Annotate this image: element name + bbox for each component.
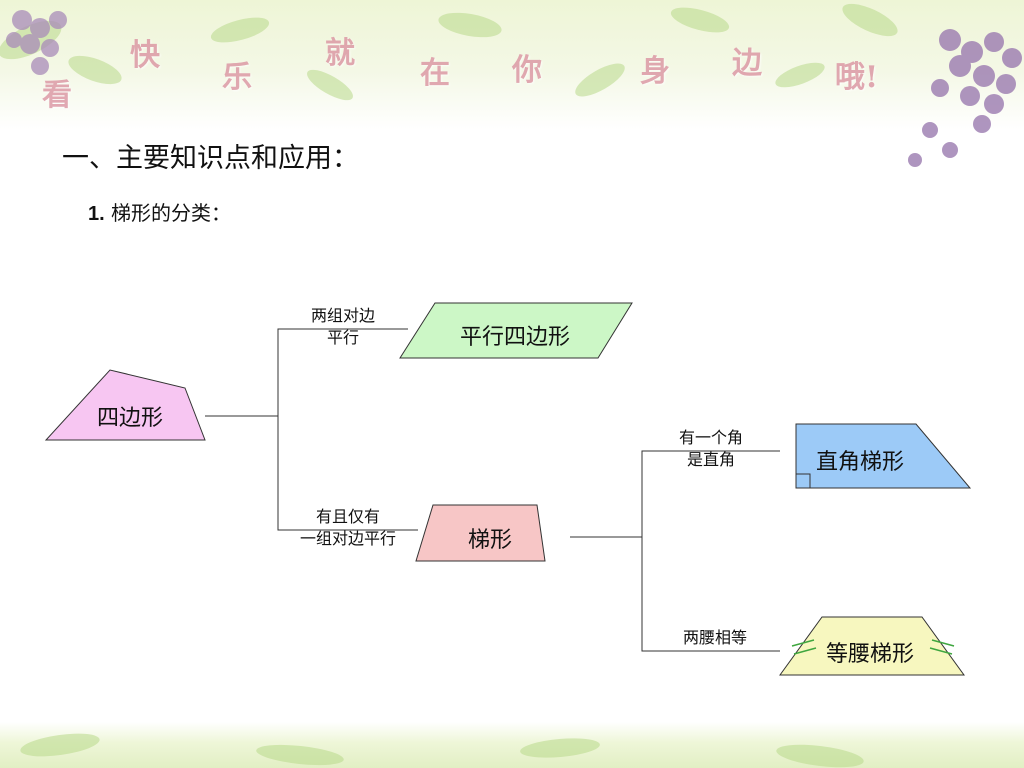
right-angle-mark [795, 473, 811, 489]
isosceles-trapezoid-shape [779, 616, 965, 676]
grapes-left-decoration [6, 10, 67, 75]
banner-char: 哦! [835, 60, 879, 95]
parallelogram-shape [399, 302, 633, 359]
trapezoid-label: 梯形 [467, 528, 512, 553]
edge-label-line: 两组对边 [310, 306, 375, 325]
edge-label-line: 是直角 [686, 450, 735, 469]
edge-label-line: 一组对边平行 [299, 529, 396, 548]
isosceles-trapezoid-label: 等腰梯形 [825, 642, 914, 667]
edge-label-right-trapezoid: 有一个角 是直角 [656, 427, 766, 471]
section-number: 1. [88, 203, 105, 225]
parallelogram-label: 平行四边形 [459, 325, 570, 350]
grapes-right-decoration [908, 29, 1022, 167]
page-title: 一、主要知识点和应用： [62, 143, 359, 174]
edge-label-line: 有一个角 [678, 428, 743, 447]
leaves-decoration [0, 3, 898, 768]
banner-char: 你 [512, 53, 542, 88]
trapezoid-shape [415, 504, 546, 562]
quadrilateral-shape [44, 369, 206, 441]
edge-label-line: 有且仅有 [315, 507, 380, 526]
banner-char: 在 [420, 56, 450, 91]
banner-char: 快 [130, 38, 160, 73]
banner-char: 看 [42, 78, 72, 113]
right-trapezoid-shape [795, 423, 972, 489]
connector-lines [205, 328, 780, 652]
section-title: 1. 梯形的分类： [88, 197, 231, 226]
banner-char: 乐 [222, 60, 252, 95]
edge-label-isosceles-trapezoid: 两腰相等 [682, 628, 747, 647]
right-trapezoid-label: 直角梯形 [815, 450, 904, 475]
edge-label-parallelogram: 两组对边 平行 [288, 305, 398, 349]
section-label: 梯形的分类： [111, 201, 232, 225]
quadrilateral-label: 四边形 [96, 406, 163, 431]
equal-legs-marks [791, 639, 955, 655]
banner-char: 身 [640, 54, 670, 89]
banner-char: 边 [732, 46, 762, 81]
edge-label-trapezoid: 有且仅有 一组对边平行 [276, 506, 420, 550]
banner-char: 就 [325, 36, 355, 71]
edge-label-line: 平行 [326, 328, 359, 347]
